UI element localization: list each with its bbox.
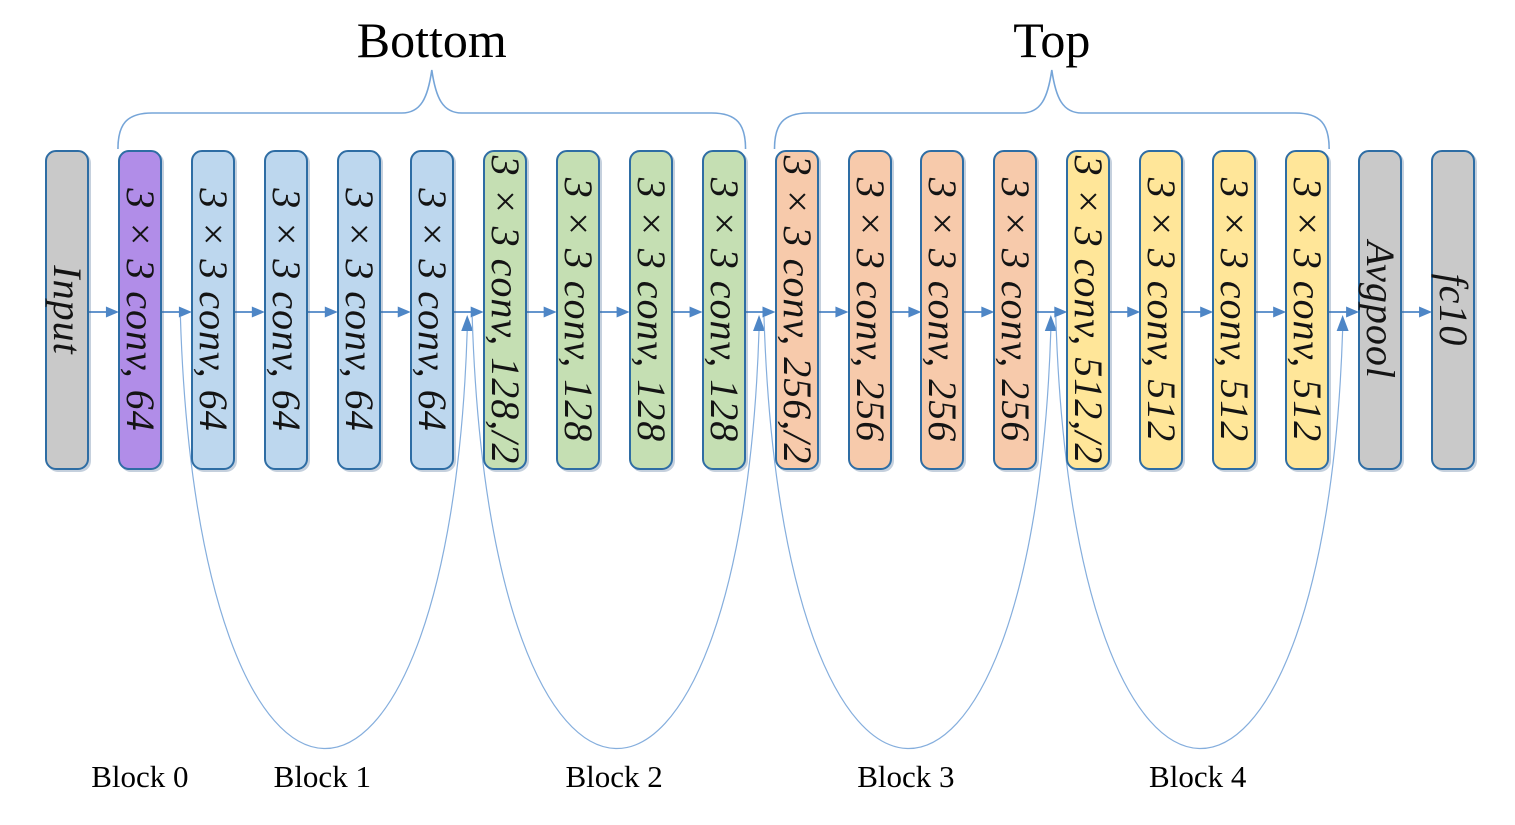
block-label: 3 × 3 conv, 256 xyxy=(847,177,893,443)
avgpool-block: Avgpool xyxy=(1358,150,1404,470)
conv-block: 3 × 3 conv, 64 xyxy=(118,150,163,470)
flow-arrow-head xyxy=(835,306,849,318)
block-label: 3 × 3 conv, 512,/2 xyxy=(1066,155,1112,465)
conv-block: 3 × 3 conv, 64 xyxy=(263,150,309,470)
flow-arrow-head xyxy=(324,306,338,318)
flow-arrow-head xyxy=(397,306,411,318)
conv-block: 3 × 3 conv, 512,/2 xyxy=(1066,150,1112,470)
skip-connection-arrowhead xyxy=(461,315,474,331)
block-label: fc10 xyxy=(1431,273,1476,347)
skip-connection-arc xyxy=(179,316,468,750)
flow-arrow-head xyxy=(762,306,776,318)
bottom-section-title: Bottom xyxy=(356,12,507,68)
conv-block: 3 × 3 conv, 512 xyxy=(1285,150,1331,470)
block-label: 3 × 3 conv, 64 xyxy=(263,188,309,432)
conv-block: 3 × 3 conv, 256 xyxy=(920,150,966,470)
flow-arrow-head xyxy=(105,306,119,318)
block-label: 3 × 3 conv, 128,/2 xyxy=(482,155,528,465)
conv-block: 3 × 3 conv, 64 xyxy=(190,150,236,470)
block-label: 3 × 3 conv, 256 xyxy=(920,177,966,443)
flow-arrow-head xyxy=(1200,306,1214,318)
flow-arrow-head xyxy=(1419,306,1433,318)
flow-arrow-head xyxy=(1346,306,1360,318)
flow-arrow-head xyxy=(470,306,484,318)
block-group-label: Block 2 xyxy=(565,759,663,794)
flow-arrow-head xyxy=(616,306,630,318)
brace-bottom xyxy=(117,69,747,150)
block-label: 3 × 3 conv, 128 xyxy=(701,177,747,443)
flow-arrow-head xyxy=(178,306,192,318)
block-label: 3 × 3 conv, 256 xyxy=(993,177,1039,443)
block-label: 3 × 3 conv, 128 xyxy=(628,177,674,443)
top-section-title: Top xyxy=(1013,12,1091,68)
input-block: Input xyxy=(45,150,90,470)
conv-block: 3 × 3 conv, 256 xyxy=(993,150,1039,470)
skip-connection-arrowhead xyxy=(1044,315,1057,331)
conv-block: 3 × 3 conv, 128,/2 xyxy=(482,150,528,470)
conv-block: 3 × 3 conv, 128 xyxy=(555,150,601,470)
conv-block: 3 × 3 conv, 256,/2 xyxy=(774,150,820,470)
block-label: 3 × 3 conv, 64 xyxy=(190,188,236,432)
flow-arrow-head xyxy=(981,306,995,318)
skip-connection-arc xyxy=(471,316,760,750)
conv-block: 3 × 3 conv, 128 xyxy=(628,150,674,470)
block-label: 3 × 3 conv, 512 xyxy=(1139,177,1185,443)
flow-arrow-head xyxy=(543,306,557,318)
block-group-label: Block 0 xyxy=(91,759,189,794)
conv-block: 3 × 3 conv, 512 xyxy=(1212,150,1258,470)
block-group-label: Block 3 xyxy=(857,759,955,794)
block-label: 3 × 3 conv, 64 xyxy=(118,188,163,432)
flow-arrow-head xyxy=(908,306,922,318)
brace-top xyxy=(773,69,1330,150)
skip-connection-arc xyxy=(1055,316,1344,750)
fc10-block: fc10 xyxy=(1431,150,1476,470)
conv-block: 3 × 3 conv, 64 xyxy=(409,150,455,470)
flow-arrow-head xyxy=(1054,306,1068,318)
conv-block: 3 × 3 conv, 128 xyxy=(701,150,747,470)
block-label: 3 × 3 conv, 128 xyxy=(555,177,601,443)
flow-arrow-head xyxy=(1273,306,1287,318)
skip-connection-arc xyxy=(763,316,1052,750)
flow-arrow-head xyxy=(251,306,265,318)
block-group-label: Block 4 xyxy=(1149,759,1247,794)
block-label: Input xyxy=(45,265,90,355)
skip-connection-arrowhead xyxy=(753,315,766,331)
skip-connection-arrowhead xyxy=(1336,315,1349,331)
block-label: 3 × 3 conv, 64 xyxy=(409,188,455,432)
block-label: 3 × 3 conv, 512 xyxy=(1285,177,1331,443)
block-group-label: Block 1 xyxy=(273,759,371,794)
conv-block: 3 × 3 conv, 256 xyxy=(847,150,893,470)
conv-block: 3 × 3 conv, 64 xyxy=(336,150,382,470)
flow-arrow-head xyxy=(1127,306,1141,318)
block-label: 3 × 3 conv, 64 xyxy=(336,188,382,432)
flow-arrow-head xyxy=(689,306,703,318)
conv-block: 3 × 3 conv, 512 xyxy=(1139,150,1185,470)
block-label: Avgpool xyxy=(1358,240,1404,380)
block-label: 3 × 3 conv, 512 xyxy=(1212,177,1258,443)
block-label: 3 × 3 conv, 256,/2 xyxy=(774,155,820,465)
